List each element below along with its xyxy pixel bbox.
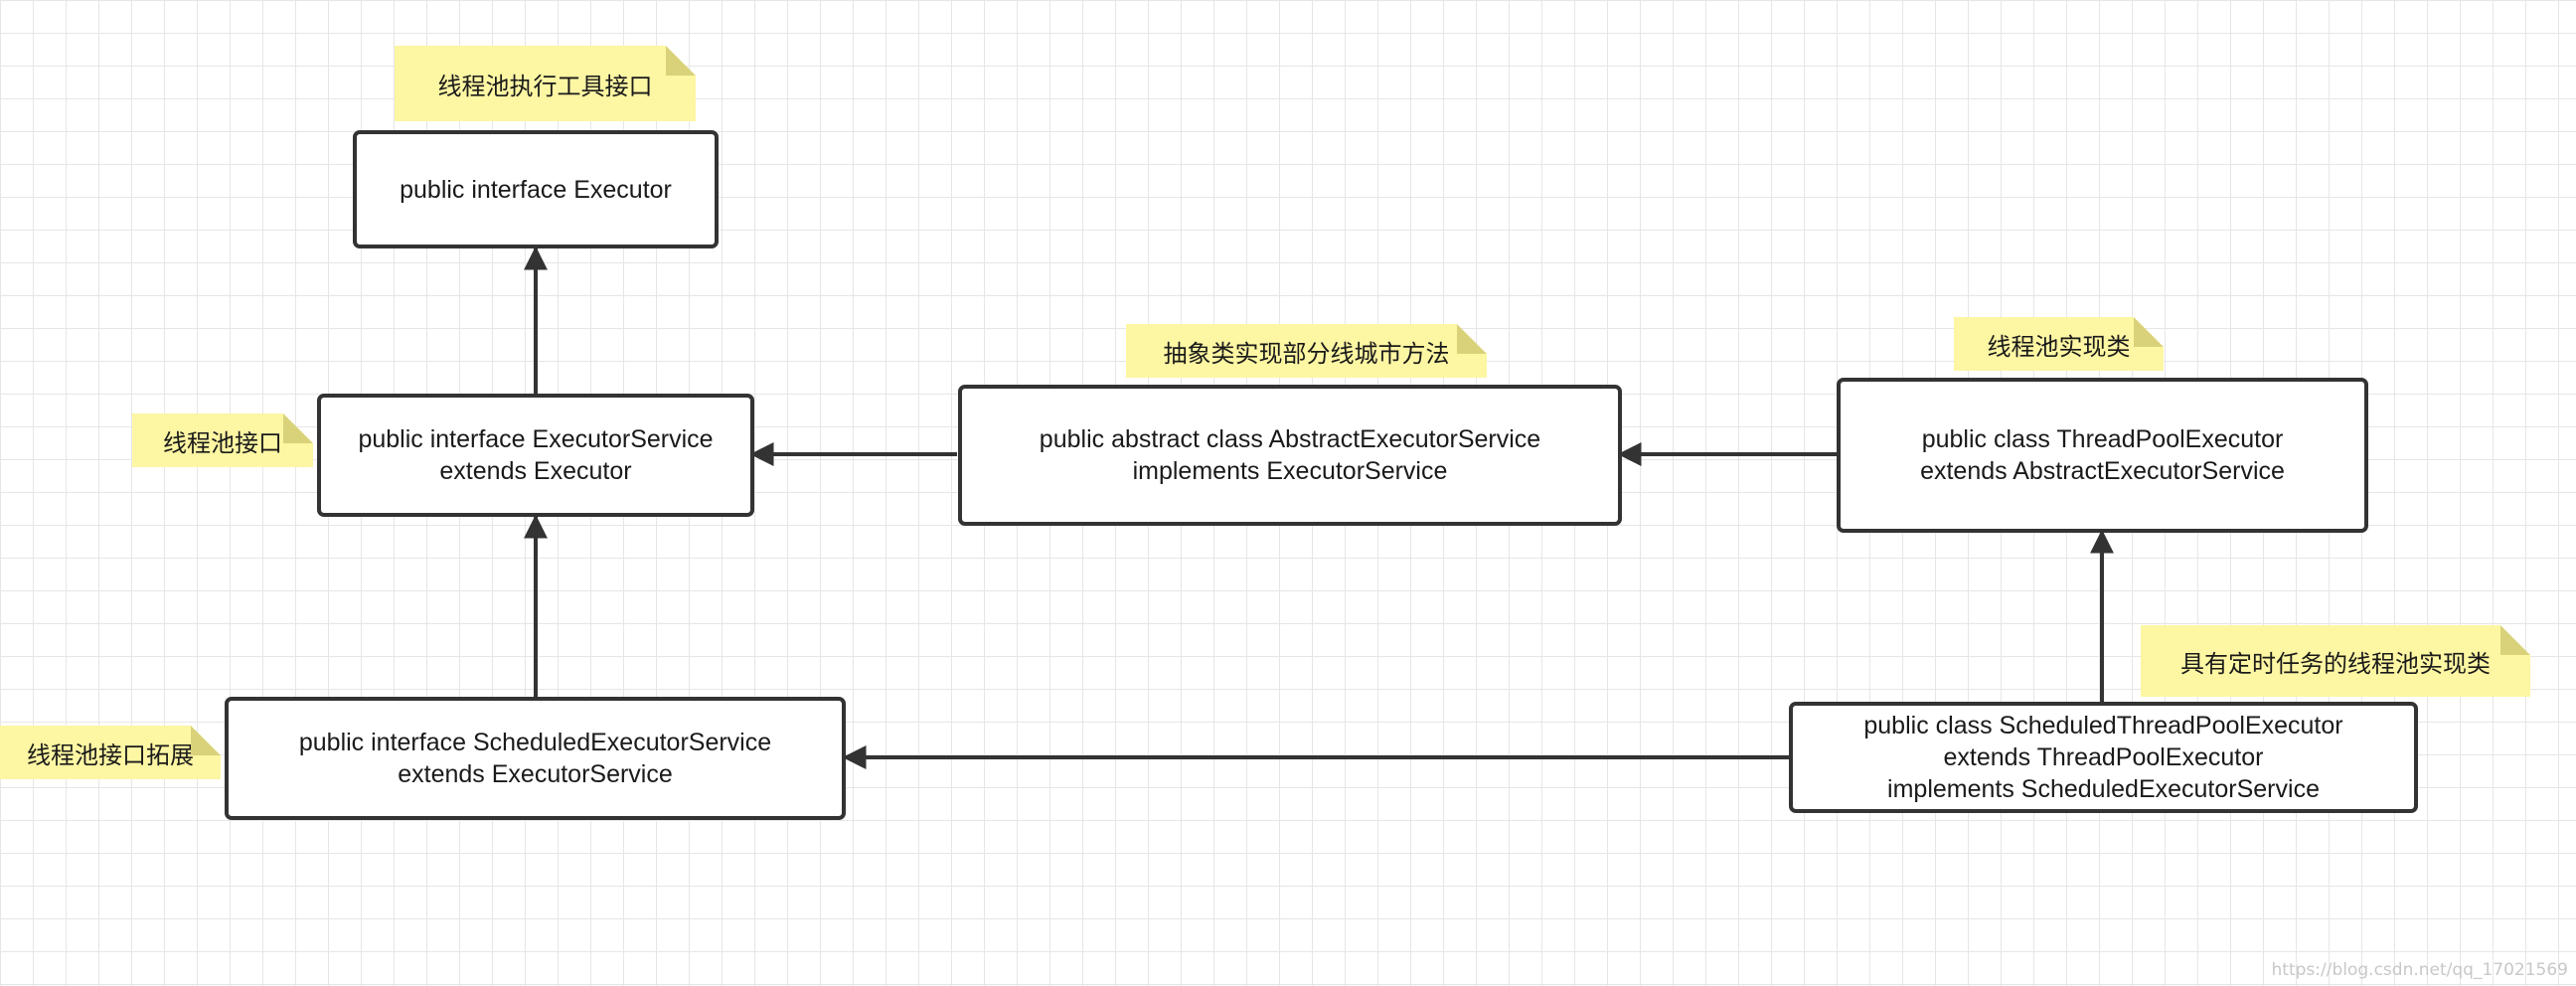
node-executor[interactable]: public interface Executor [353,130,719,248]
note-scheduled-executor-service: 线程池接口拓展 [0,726,221,779]
node-executor-service[interactable]: public interface ExecutorService extends… [317,394,754,517]
node-thread-pool-executor[interactable]: public class ThreadPoolExecutor extends … [1837,378,2368,533]
note-thread-pool-executor: 线程池实现类 [1954,317,2164,371]
note-executor-service-text: 线程池接口 [163,428,282,457]
note-scheduled-thread-pool-executor: 具有定时任务的线程池实现类 [2141,625,2530,697]
node-scheduled-thread-pool-executor-line-2: extends ThreadPoolExecutor [1943,743,2264,771]
note-executor-service: 线程池接口 [132,413,313,467]
note-executor: 线程池执行工具接口 [395,46,696,121]
note-thread-pool-executor-text: 线程池实现类 [1987,332,2131,361]
node-scheduled-executor-service-line-1: public interface ScheduledExecutorServic… [298,729,772,756]
note-abstract-executor-service-text: 抽象类实现部分线城市方法 [1163,339,1450,368]
node-executor-service-line-2: extends Executor [439,457,632,485]
note-scheduled-thread-pool-executor-text: 具有定时任务的线程池实现类 [2180,649,2491,678]
node-scheduled-executor-service-line-2: extends ExecutorService [398,760,673,788]
note-executor-text: 线程池执行工具接口 [437,72,653,100]
note-scheduled-executor-service-text: 线程池接口拓展 [27,740,194,769]
note-abstract-executor-service: 抽象类实现部分线城市方法 [1126,324,1487,378]
node-scheduled-thread-pool-executor-line-1: public class ScheduledThreadPoolExecutor [1863,712,2343,740]
node-scheduled-thread-pool-executor[interactable]: public class ScheduledThreadPoolExecutor… [1789,702,2418,813]
node-thread-pool-executor-line-2: extends AbstractExecutorService [1920,457,2285,485]
node-abstract-executor-service[interactable]: public abstract class AbstractExecutorSe… [958,385,1622,526]
node-scheduled-executor-service[interactable]: public interface ScheduledExecutorServic… [225,697,846,820]
node-executor-line-1: public interface Executor [400,175,672,204]
node-abstract-executor-service-line-2: implements ExecutorService [1132,457,1448,485]
node-thread-pool-executor-line-1: public class ThreadPoolExecutor [1921,425,2284,453]
node-abstract-executor-service-line-1: public abstract class AbstractExecutorSe… [1039,425,1541,453]
node-executor-service-line-1: public interface ExecutorService [358,425,714,453]
node-scheduled-thread-pool-executor-line-3: implements ScheduledExecutorService [1887,775,2320,803]
watermark: https://blog.csdn.net/qq_17021569 [2271,960,2568,980]
